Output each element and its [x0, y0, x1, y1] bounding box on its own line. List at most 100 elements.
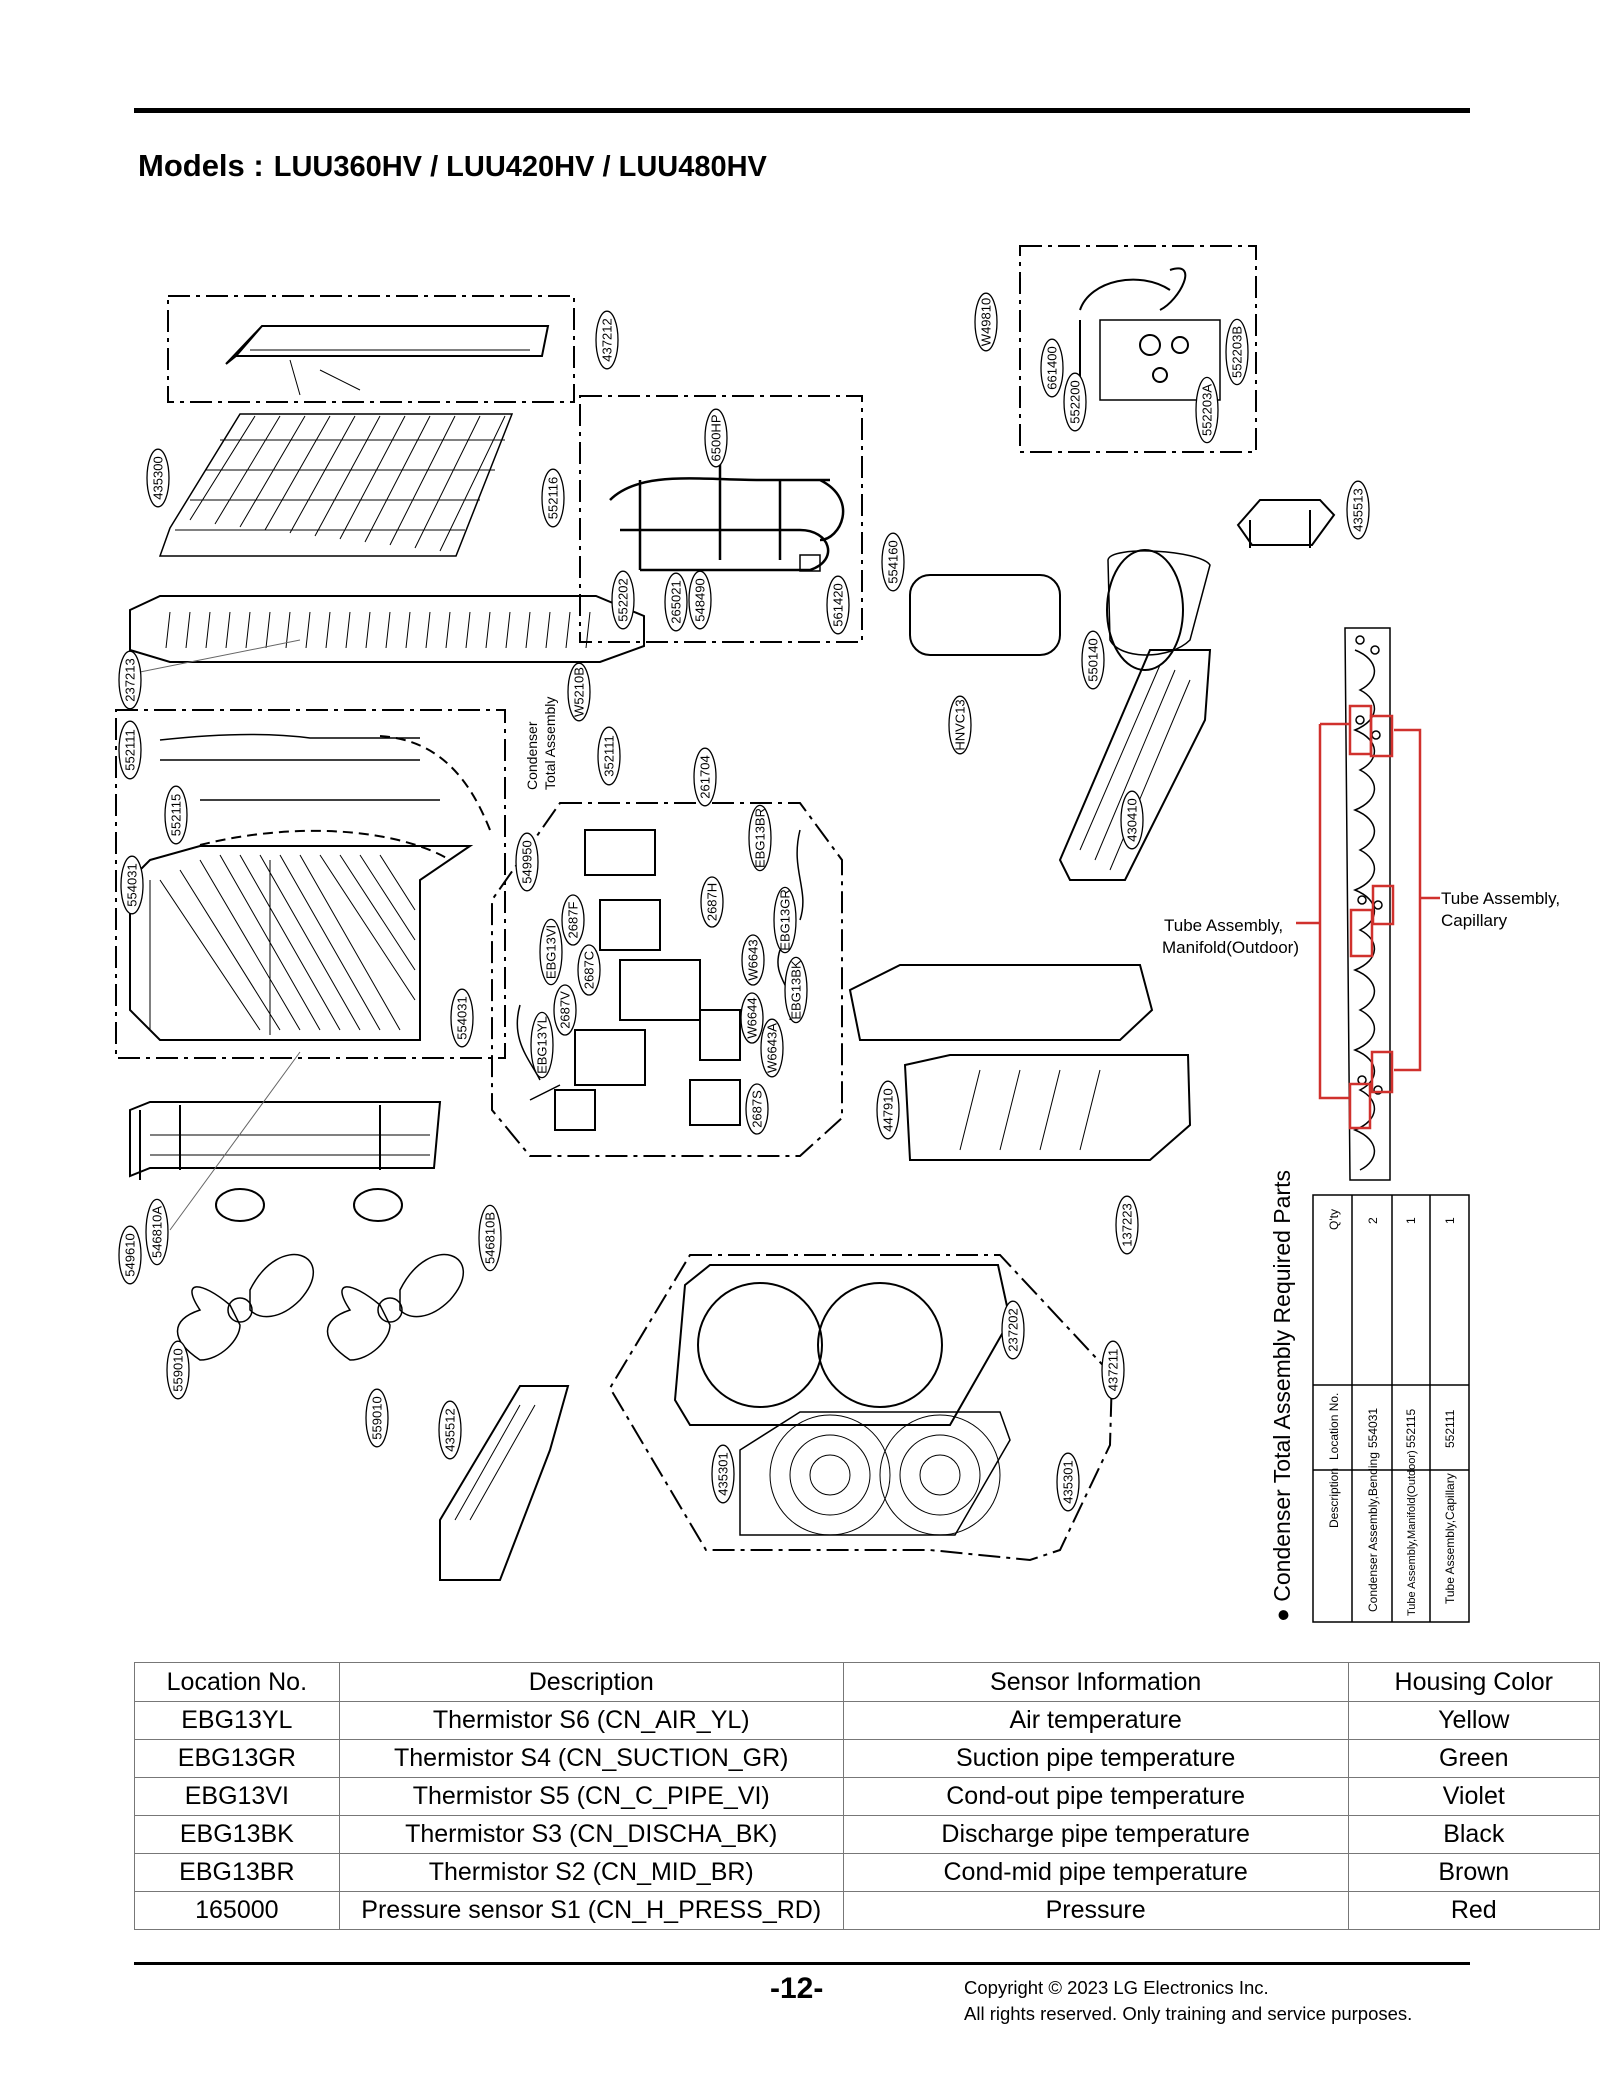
part-tag-label: EBG13GR — [778, 889, 793, 950]
part-tag-label: 552202 — [616, 578, 631, 621]
part-tag-549610: 549610 — [118, 1225, 142, 1285]
group-box-valves — [1019, 245, 1257, 453]
part-tag-6500HP: 6500HP — [704, 408, 728, 468]
part-tag-552111: 552111 — [118, 720, 142, 780]
sensor-cell-description: Pressure sensor S1 (CN_H_PRESS_RD) — [338, 1891, 844, 1930]
part-tag-label: 552203A — [1200, 384, 1215, 436]
models-heading: Models :LUU360HV / LUU420HV / LUU480HV — [138, 148, 767, 184]
part-tag-2687S: 2687S — [745, 1083, 769, 1135]
part-tag-EBG13VI: EBG13VI — [539, 918, 563, 986]
front-grille-pair — [739, 1411, 1011, 1536]
group-box-front-grille — [608, 1254, 1114, 1562]
part-tag-label: 435301 — [1061, 1460, 1076, 1503]
capillary-callout-line2: Capillary — [1441, 911, 1508, 930]
sensor-cell-location: 165000 — [134, 1891, 340, 1930]
sensor-th-location: Location No. — [134, 1662, 340, 1702]
part-tag-EBG13BR: EBG13BR — [748, 804, 772, 872]
part-tag-label: W6643A — [765, 1023, 780, 1073]
part-tag-label: 546810A — [150, 1206, 165, 1258]
front-panel-437211 — [673, 1264, 1012, 1426]
part-tag-label: 552116 — [546, 477, 561, 519]
sensor-cell-color: Violet — [1347, 1777, 1600, 1816]
part-tag-552202: 552202 — [611, 570, 635, 630]
part-tag-label: 661400 — [1045, 346, 1060, 389]
table-row: 165000 Pressure sensor S1 (CN_H_PRESS_RD… — [134, 1891, 1600, 1930]
condenser-r2-loc: 552115 — [1404, 1409, 1418, 1448]
condenser-table-title: ● Condenser Total Assembly Required Part… — [1269, 1170, 1295, 1622]
part-tag-W6644: W6644 — [740, 992, 764, 1044]
part-tag-label: 261704 — [698, 755, 713, 798]
part-tag-237202: 237202 — [1001, 1300, 1025, 1360]
part-tag-437211: 437211 — [1101, 1340, 1125, 1400]
part-tag-W5210B: W5210B — [567, 662, 591, 722]
sensor-cell-color: Brown — [1347, 1853, 1600, 1892]
sensor-cell-location: EBG13GR — [134, 1739, 340, 1778]
sensor-cell-info: Cond-mid pipe temperature — [842, 1853, 1349, 1892]
part-tag-552203B: 552203B — [1225, 318, 1249, 386]
table-row: EBG13YL Thermistor S6 (CN_AIR_YL) Air te… — [134, 1701, 1600, 1740]
part-tag-label: 437212 — [600, 318, 615, 361]
refrigerant-piping — [609, 460, 845, 572]
part-tag-435301: 435301 — [1056, 1452, 1080, 1512]
table-row: EBG13GR Thermistor S4 (CN_SUCTION_GR) Su… — [134, 1739, 1600, 1778]
part-tag-2687C: 2687C — [577, 944, 601, 996]
part-tag-label: 554160 — [886, 540, 901, 583]
fan-motor-b — [353, 1188, 403, 1222]
group-box-piping — [579, 395, 863, 643]
part-tag-label: 548490 — [693, 578, 708, 621]
part-tag-label: 2687V — [558, 991, 573, 1029]
sensor-cell-info: Pressure — [842, 1891, 1349, 1930]
sensor-cell-description: Thermistor S2 (CN_MID_BR) — [338, 1853, 844, 1892]
part-tag-label: W5210B — [572, 667, 587, 717]
capillary-tubes — [159, 733, 440, 801]
part-tag-552203A: 552203A — [1195, 376, 1219, 444]
condenser-r3-loc: 552111 — [1443, 1409, 1457, 1448]
part-tag-550140: 550140 — [1081, 630, 1105, 690]
red-callout-boxes — [1296, 704, 1440, 1130]
part-tag-237213: 237213 — [118, 650, 142, 710]
condenser-r2-qty: 1 — [1404, 1217, 1418, 1224]
part-tag-552200: 552200 — [1063, 372, 1087, 432]
part-tag-label: 554031 — [455, 996, 470, 1039]
access-panel-435512 — [439, 1385, 570, 1581]
part-tag-546810A: 546810A — [145, 1198, 169, 1266]
part-tag-EBG13YL: EBG13YL — [530, 1011, 554, 1079]
part-tag-2687F: 2687F — [561, 894, 585, 946]
part-tag-label: 352111 — [602, 735, 617, 776]
part-tag-label: EBG13BK — [789, 960, 804, 1020]
part-tag-2687V: 2687V — [553, 984, 577, 1036]
part-tag-label: 2687H — [705, 883, 720, 921]
part-tag-label: HNVC13 — [953, 699, 968, 750]
sensor-th-description: Description — [338, 1662, 844, 1702]
part-tag-label: 552115 — [169, 794, 184, 836]
base-pan — [1058, 649, 1212, 881]
part-tag-label: 552200 — [1068, 380, 1083, 423]
copyright-line2: All rights reserved. Only training and s… — [964, 2003, 1413, 2024]
part-tag-554031: 554031 — [120, 855, 144, 915]
sensor-cell-description: Thermistor S6 (CN_AIR_YL) — [338, 1701, 844, 1740]
sensor-th-info: Sensor Information — [842, 1662, 1349, 1702]
part-tag-label: 435300 — [151, 456, 166, 499]
sensor-cell-info: Suction pipe temperature — [842, 1739, 1349, 1778]
condenser-required-parts-table: ● Condenser Total Assembly Required Part… — [1269, 1170, 1470, 1623]
part-tag-label: 435513 — [1351, 488, 1366, 531]
group-box-condenser — [115, 709, 506, 1059]
page-number: -12- — [770, 1972, 824, 2005]
condenser-th-description: Description — [1327, 1468, 1341, 1528]
part-tag-label: 561420 — [831, 583, 846, 626]
part-tag-label: 435301 — [716, 1452, 731, 1495]
sensor-cell-description: Thermistor S3 (CN_DISCHA_BK) — [338, 1815, 844, 1854]
sensor-cell-color: Yellow — [1347, 1701, 1600, 1740]
top-rule — [134, 108, 1470, 113]
condenser-r1-loc: 554031 — [1366, 1408, 1380, 1448]
models-label: Models : — [138, 148, 264, 183]
side-panel-447910 — [848, 964, 1154, 1041]
part-tag-552115: 552115 — [164, 785, 188, 845]
part-tag-HNVC13: HNVC13 — [948, 695, 972, 755]
top-cover-part — [225, 325, 550, 365]
condenser-r3-qty: 1 — [1443, 1217, 1457, 1224]
part-tag-label: 437211 — [1106, 1349, 1121, 1391]
sensor-cell-info: Cond-out pipe temperature — [842, 1777, 1349, 1816]
part-tag-label: W49810 — [979, 298, 994, 346]
sensor-cell-location: EBG13YL — [134, 1701, 340, 1740]
